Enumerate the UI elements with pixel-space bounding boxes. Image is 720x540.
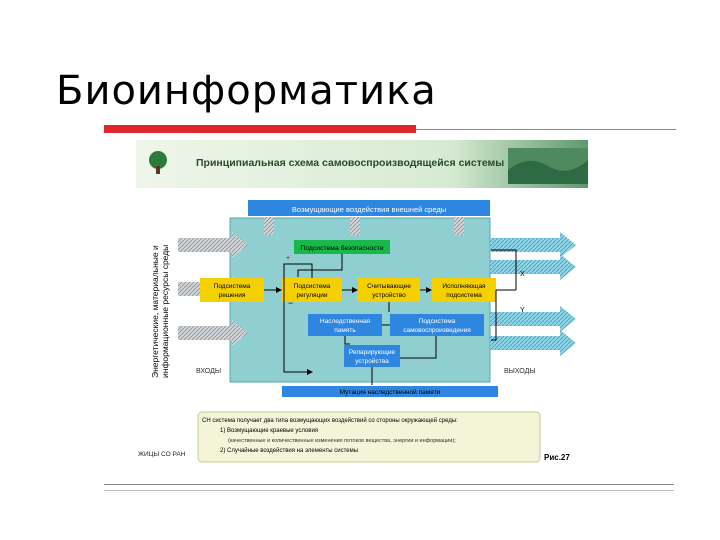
caption-line1: СН система получает два типа возмущающих…	[202, 417, 458, 424]
side-label-line2: информационные ресурсы среды	[160, 245, 170, 378]
tree-logo-icon	[149, 151, 167, 174]
reader-line2: устройство	[372, 291, 406, 299]
input-arrow-1	[178, 232, 248, 258]
mutation-label: Мутация наследственной памяти	[340, 388, 441, 396]
output-arrow-2	[490, 254, 576, 280]
diagram-svg: Принципиальная схема самовоспроизводящей…	[136, 140, 588, 463]
inputs-label: ВХОДЫ	[196, 368, 221, 375]
caption-line2: 1) Возмущающие краевые условия	[220, 428, 318, 434]
outputs-label: ВЫХОДЫ	[504, 368, 536, 375]
mutation-box	[282, 386, 498, 397]
bottom-divider-line-2	[104, 490, 674, 491]
reader-device-box	[358, 278, 420, 302]
output-arrow-3	[490, 306, 576, 332]
decision-line2: решения	[219, 292, 246, 299]
output-arrow-4	[490, 330, 576, 356]
hereditary-memory-box	[308, 314, 382, 336]
system-diagram-figure: Принципиальная схема самовоспроизводящей…	[136, 140, 588, 472]
reproduction-subsystem-box	[390, 314, 484, 336]
repair-line1: Репарирующие	[349, 349, 396, 356]
executor-subsystem-box	[432, 278, 496, 302]
disturbance-arrow-2	[350, 217, 360, 235]
repair-line2: устройства	[355, 357, 389, 365]
external-disturbance-box	[248, 200, 490, 216]
regulation-line2: регуляции	[296, 292, 327, 299]
executor-line2: подсистема	[446, 292, 482, 299]
x-label: X	[520, 271, 525, 278]
bottom-left-text: ЖИЦЫ СО РАН	[138, 451, 186, 458]
bottom-divider-line	[104, 484, 674, 485]
y-label: Y	[520, 307, 525, 314]
reader-line1: Считывающее	[367, 283, 411, 290]
decision-line1: Подсистема	[214, 283, 251, 290]
reproduction-line1: Подсистема	[419, 318, 456, 325]
minus-sign: −	[288, 298, 293, 308]
side-label-line1: Энергетические, материальные и	[150, 245, 160, 378]
disturbance-arrow-3	[454, 217, 464, 235]
title-accent-bar	[104, 125, 416, 133]
memory-line1: Наследственная	[320, 318, 371, 325]
decision-subsystem-box	[200, 278, 264, 302]
title-divider-line	[416, 129, 676, 130]
figure-heading: Принципиальная схема самовоспроизводящей…	[196, 157, 504, 169]
security-subsystem-label: Подсистема безопасности	[300, 244, 383, 252]
memory-line2: память	[334, 327, 356, 334]
external-disturbance-label: Возмущающие воздействия внешней среды	[292, 205, 446, 214]
output-arrow-1	[490, 232, 576, 258]
regulation-line1: Подсистема	[294, 283, 331, 290]
executor-line1: Исполняющая	[442, 283, 486, 290]
diagram-connectors	[264, 249, 517, 385]
caption-line4: 2) Случайные воздействия на элементы сис…	[220, 447, 358, 454]
figure-number: Рис.27	[544, 453, 570, 462]
regulation-subsystem-box	[282, 278, 342, 302]
reproduction-line2: самовоспроизведения	[403, 327, 471, 334]
input-arrow-3	[178, 320, 248, 346]
side-resources-label: Энергетические, материальные и информаци…	[150, 245, 170, 378]
plus-sign: +	[286, 255, 290, 262]
repair-devices-box	[344, 345, 400, 367]
caption-line3: (качественные и количественные изменения…	[228, 438, 456, 444]
caption-box	[197, 411, 541, 463]
slide-title: Биоинформатика	[56, 68, 437, 114]
forest-image-icon	[508, 148, 588, 184]
disturbance-arrow-1	[264, 217, 274, 235]
security-subsystem-box	[294, 240, 390, 254]
